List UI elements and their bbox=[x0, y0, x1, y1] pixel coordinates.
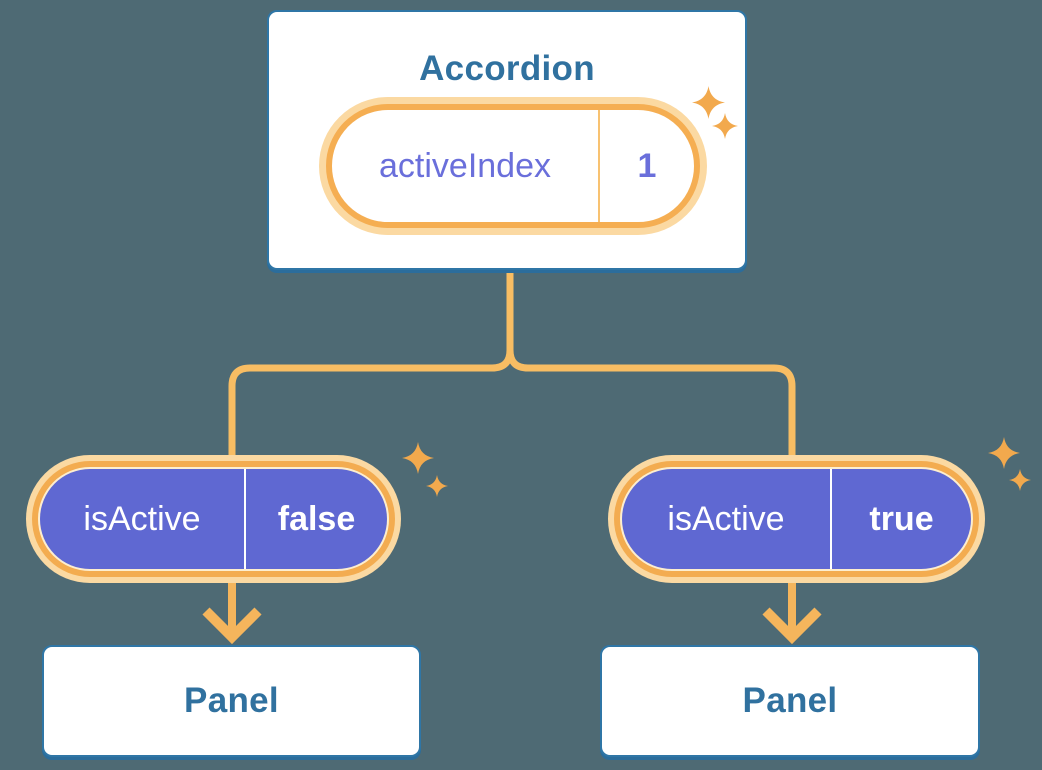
pill-divider bbox=[830, 469, 832, 569]
pill-divider bbox=[244, 469, 246, 569]
sparkle-large-icon bbox=[402, 442, 434, 474]
prop-pill-isactive-right: isActive true bbox=[622, 469, 971, 569]
tree-branch-left-line bbox=[228, 268, 514, 472]
state-name: activeIndex bbox=[379, 146, 551, 185]
tree-branch-right-line bbox=[506, 268, 796, 472]
arrow-right-head bbox=[762, 607, 822, 645]
prop-pill-isactive-left: isActive false bbox=[40, 469, 387, 569]
panel-label: Panel bbox=[742, 681, 838, 720]
prop-value: false bbox=[277, 499, 356, 538]
prop-name: isActive bbox=[83, 499, 201, 538]
panel-label: Panel bbox=[184, 681, 279, 720]
sparkle-small-icon bbox=[426, 475, 448, 497]
prop-value: true bbox=[869, 499, 934, 538]
panel-right: Panel bbox=[600, 645, 980, 757]
state-value: 1 bbox=[637, 146, 657, 185]
sparkle-large-icon bbox=[988, 437, 1020, 469]
pill-divider bbox=[598, 110, 600, 222]
state-pill-activeindex: activeIndex 1 bbox=[326, 104, 700, 228]
sparkle-small-icon bbox=[712, 113, 738, 139]
prop-name: isActive bbox=[667, 499, 785, 538]
arrow-left-head bbox=[202, 607, 262, 645]
sparkle-large-icon bbox=[692, 86, 725, 119]
sparkle-small-icon bbox=[1009, 469, 1031, 491]
panel-left: Panel bbox=[42, 645, 421, 757]
accordion-title: Accordion bbox=[419, 49, 595, 88]
